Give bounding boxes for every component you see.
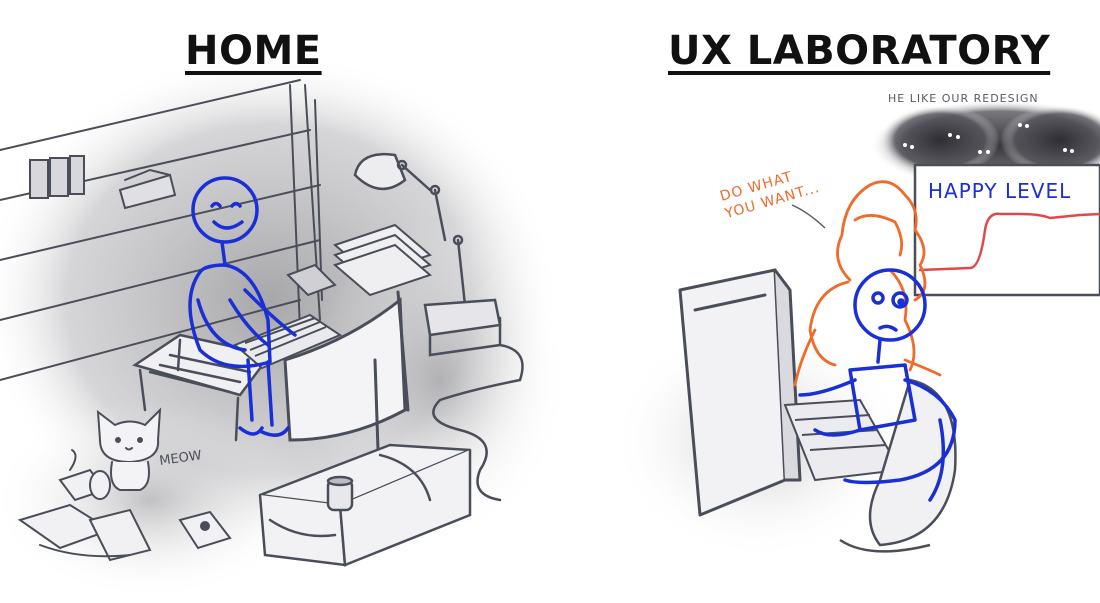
lab-illustration: HE LIKE OUR REDESIGN HAPPY LEVEL DO WHAT…: [610, 92, 1100, 560]
home-panel: MEOW: [0, 28, 560, 600]
desk-lamp: [353, 152, 524, 502]
cat-sound-label: MEOW: [158, 448, 202, 469]
lab-panel: HE LIKE OUR REDESIGN HAPPY LEVEL DO WHAT…: [560, 0, 1100, 603]
home-illustration: MEOW: [0, 50, 560, 600]
cup: [326, 475, 354, 512]
bench: [132, 333, 273, 442]
researcher-figure: [793, 180, 942, 387]
paper-stack: [333, 223, 432, 297]
screen-label: HAPPY LEVEL: [928, 179, 1071, 203]
cat: [69, 407, 162, 491]
phone: [286, 263, 337, 297]
observer-note: HE LIKE OUR REDESIGN: [888, 92, 1039, 105]
floor-clutter: [17, 468, 232, 562]
home-title: HOME: [185, 28, 322, 74]
participant-figure: [798, 268, 957, 502]
speech-tail: [791, 204, 826, 229]
bookshelf: [0, 79, 323, 381]
pc-cabinet: [258, 443, 472, 567]
lab-monitor: [678, 268, 802, 517]
lab-title: UX LABORATORY: [668, 28, 1051, 74]
monitor: [283, 290, 410, 452]
user-figure: [188, 176, 297, 437]
